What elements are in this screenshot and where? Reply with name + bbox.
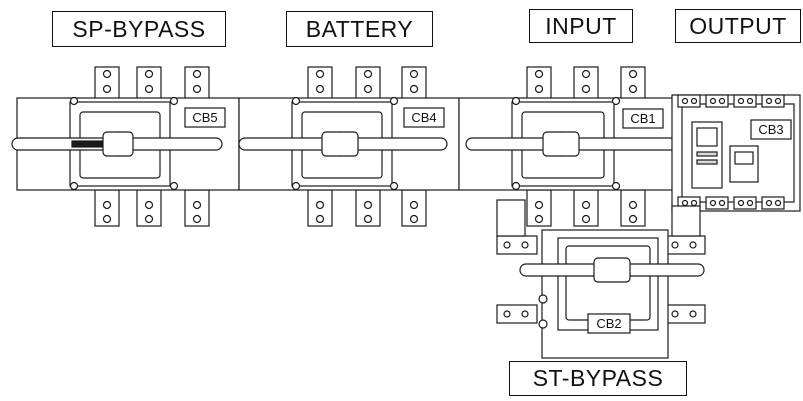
label-cb3: CB3 bbox=[758, 122, 783, 137]
title-output: OUTPUT bbox=[675, 9, 801, 43]
label-box-cb5 bbox=[184, 107, 226, 128]
label-box-cb3 bbox=[750, 119, 792, 140]
breaker-cb4 bbox=[238, 66, 460, 227]
breaker-cb1 bbox=[458, 66, 682, 227]
label-cb4: CB4 bbox=[411, 110, 436, 125]
label-cb1: CB1 bbox=[630, 111, 655, 126]
title-input: INPUT bbox=[529, 9, 633, 43]
breaker-cb5 bbox=[11, 66, 240, 227]
label-box-cb2 bbox=[587, 313, 631, 334]
title-battery: BATTERY bbox=[286, 11, 433, 47]
label-box-cb4 bbox=[403, 107, 445, 128]
breaker-cb2 bbox=[496, 199, 706, 359]
title-st-bypass: ST-BYPASS bbox=[509, 361, 687, 396]
label-box-cb1 bbox=[622, 108, 664, 129]
label-cb5: CB5 bbox=[192, 110, 217, 125]
title-sp-bypass: SP-BYPASS bbox=[52, 11, 226, 47]
breaker-cb3 bbox=[671, 94, 801, 212]
label-cb2: CB2 bbox=[596, 316, 621, 331]
